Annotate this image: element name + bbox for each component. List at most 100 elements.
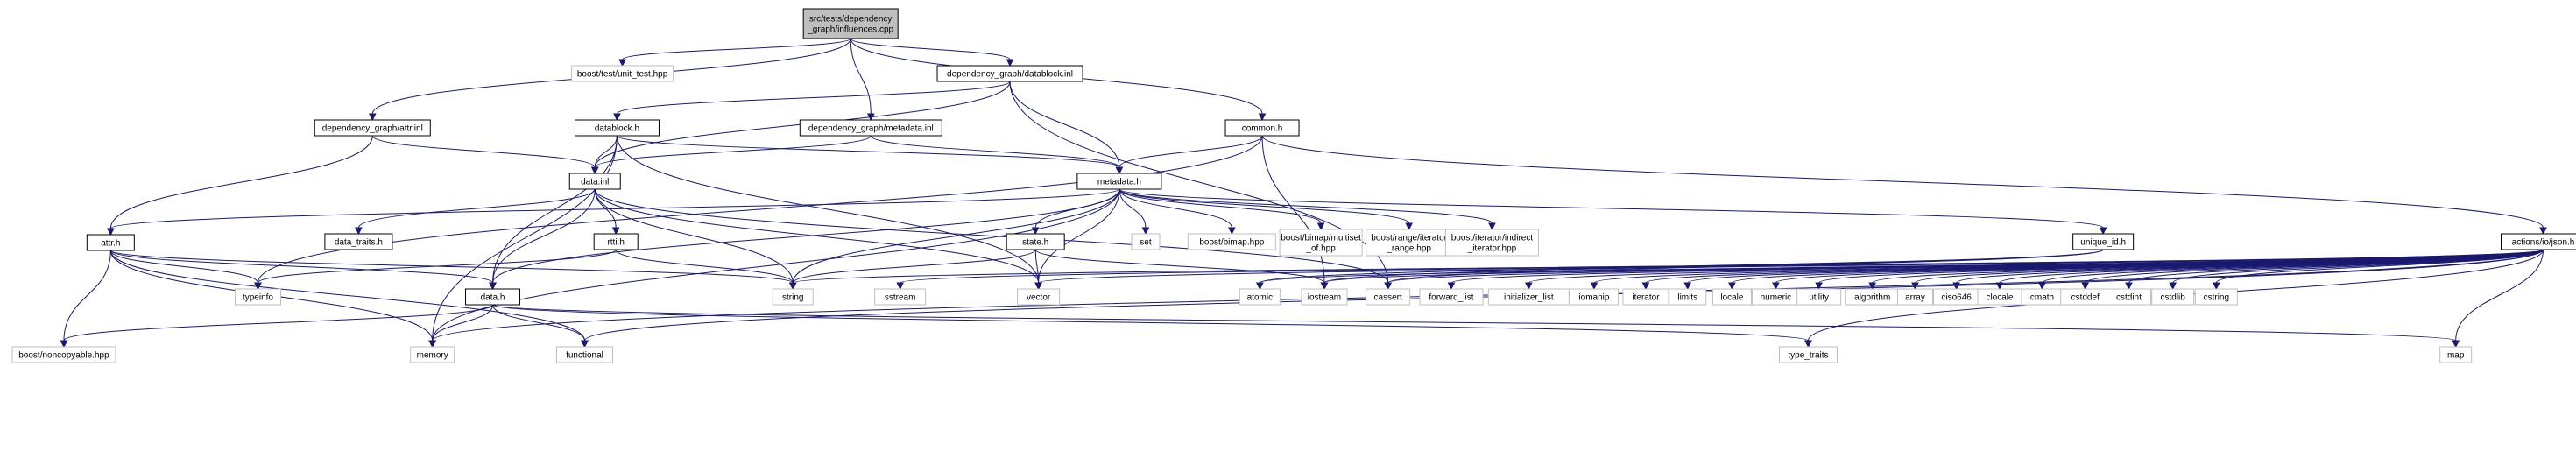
node-functional: functional bbox=[556, 346, 614, 363]
edge-arrowhead bbox=[1228, 227, 1236, 236]
node-label: dependency_graph/metadata.inl bbox=[808, 124, 934, 134]
edge-line bbox=[432, 135, 618, 342]
node-box bbox=[1487, 288, 1570, 306]
node-box bbox=[2194, 288, 2238, 306]
edge-arrowhead bbox=[2169, 282, 2177, 291]
node-label: _graph/influences.cpp bbox=[807, 25, 893, 35]
node-set: set bbox=[1131, 233, 1161, 250]
edge-line bbox=[109, 250, 258, 284]
edge-attr_h-to-typeinfo bbox=[109, 250, 262, 291]
node-state-h[interactable]: state.h bbox=[1006, 233, 1065, 250]
node-label: atomic bbox=[1247, 293, 1273, 303]
edge-line bbox=[1261, 135, 1325, 284]
edge-line bbox=[594, 135, 618, 168]
node-cstring: cstring bbox=[2194, 288, 2238, 306]
node-unique-id-h[interactable]: unique_id.h bbox=[2072, 233, 2135, 250]
edge-arrowhead bbox=[489, 282, 497, 291]
edge-arrowhead bbox=[2125, 282, 2133, 291]
edge-line bbox=[492, 304, 2457, 342]
node-atomic: atomic bbox=[1239, 288, 1281, 306]
node-iomanip: iomanip bbox=[1569, 288, 1619, 306]
node-box bbox=[799, 119, 942, 137]
node-type-traits: type_traits bbox=[1778, 346, 1838, 363]
edge-arrowhead bbox=[1115, 166, 1124, 175]
edge-metadata_h-to-indirect_iter bbox=[1119, 188, 1496, 231]
node-attr-inl[interactable]: dependency_graph/attr.inl bbox=[314, 119, 431, 137]
node-data-h[interactable]: data.h bbox=[465, 288, 521, 306]
node-metadata-h[interactable]: metadata.h bbox=[1076, 173, 1162, 190]
node-box bbox=[1187, 233, 1276, 250]
edge-root-to-datablock_inl bbox=[850, 38, 1014, 67]
node-datablock-inl[interactable]: dependency_graph/datablock.inl bbox=[936, 65, 1083, 82]
node-rtti-h[interactable]: rtti.h bbox=[593, 233, 639, 250]
edge-arrowhead bbox=[618, 59, 626, 67]
node-label: iomanip bbox=[1578, 293, 1609, 303]
node-vector: vector bbox=[1017, 288, 1061, 306]
edge-arrowhead bbox=[1316, 222, 1325, 231]
node-datablock-h[interactable]: datablock.h bbox=[574, 119, 660, 137]
node-box bbox=[1622, 288, 1669, 306]
edge-arrowhead bbox=[1641, 282, 1650, 291]
edge-line bbox=[432, 188, 1120, 342]
node-label: cmath bbox=[2030, 293, 2054, 303]
node-box bbox=[1076, 173, 1162, 190]
edge-line bbox=[492, 304, 1809, 342]
node-box bbox=[874, 288, 927, 306]
node-metadata-inl[interactable]: dependency_graph/metadata.inl bbox=[799, 119, 942, 137]
edge-line bbox=[850, 38, 872, 115]
edge-line bbox=[870, 135, 1120, 168]
node-algorithm: algorithm bbox=[1845, 288, 1901, 306]
edge-data_inl-to-vector bbox=[594, 188, 1042, 291]
node-label: dependency_graph/attr.inl bbox=[322, 124, 423, 134]
node-label: array bbox=[1905, 293, 1925, 303]
node-box bbox=[574, 119, 660, 137]
node-label: numeric bbox=[1761, 293, 1792, 303]
edge-arrowhead bbox=[2213, 282, 2220, 291]
edge-metadata_h-to-memory bbox=[428, 188, 1120, 349]
node-iterator: iterator bbox=[1622, 288, 1669, 306]
node-json-h[interactable]: actions/io/json.h bbox=[2501, 233, 2576, 250]
node-label: actions/io/json.h bbox=[2512, 238, 2575, 248]
node-box bbox=[593, 233, 639, 250]
node-multiset: boost/bimap/multiset_of.hpp bbox=[1279, 229, 1363, 257]
node-data-traits-h[interactable]: data_traits.h bbox=[324, 233, 393, 250]
node-data-inl[interactable]: data.inl bbox=[568, 173, 621, 190]
edge-arrowhead bbox=[2539, 227, 2547, 236]
edge-arrowhead bbox=[1141, 227, 1150, 236]
node-box bbox=[1896, 288, 1933, 306]
node-box bbox=[11, 346, 116, 363]
edge-attr_inl-to-data_inl bbox=[371, 135, 599, 175]
edge-line bbox=[1731, 249, 2544, 284]
node-box bbox=[772, 288, 814, 306]
edge-line bbox=[1119, 135, 1263, 168]
node-label: type_traits bbox=[1788, 351, 1828, 361]
edge-json_h-to-memory bbox=[428, 249, 2544, 349]
edge-data_h-to-type_traits bbox=[492, 304, 1812, 349]
node-attr-h[interactable]: attr.h bbox=[86, 234, 135, 251]
edge-root-to-metadata_inl bbox=[850, 38, 875, 122]
node-label: _range.hpp bbox=[1386, 244, 1431, 254]
edge-metadata_h-to-bimap bbox=[1119, 188, 1236, 236]
node-root[interactable]: src/tests/dependency_graph/influences.cp… bbox=[802, 8, 899, 39]
edge-arrowhead bbox=[107, 228, 115, 236]
node-initializer-list: initializer_list bbox=[1487, 288, 1570, 306]
node-label: cassert bbox=[1374, 293, 1402, 303]
node-cstdint: cstdint bbox=[2106, 288, 2151, 306]
edge-line bbox=[109, 188, 1120, 229]
edge-data_inl-to-data_traits_h bbox=[355, 188, 596, 236]
edge-common_h-to-json_h bbox=[1261, 135, 2547, 236]
node-box bbox=[1006, 233, 1065, 250]
node-box bbox=[1419, 288, 1484, 306]
edge-line bbox=[1119, 188, 1147, 229]
node-label: _of.hpp bbox=[1305, 244, 1336, 254]
edge-line bbox=[432, 249, 2544, 342]
edge-line bbox=[594, 188, 794, 284]
node-label: common.h bbox=[1242, 124, 1283, 134]
edge-metadata_h-to-attr_h bbox=[107, 188, 1120, 236]
node-common-h[interactable]: common.h bbox=[1224, 119, 1300, 137]
node-locale: locale bbox=[1711, 288, 1752, 306]
node-label: memory bbox=[417, 351, 448, 361]
edge-line bbox=[792, 249, 2544, 284]
node-iter-range: boost/range/iterator_range.hpp bbox=[1366, 229, 1453, 257]
node-label: iostream bbox=[1308, 293, 1341, 303]
